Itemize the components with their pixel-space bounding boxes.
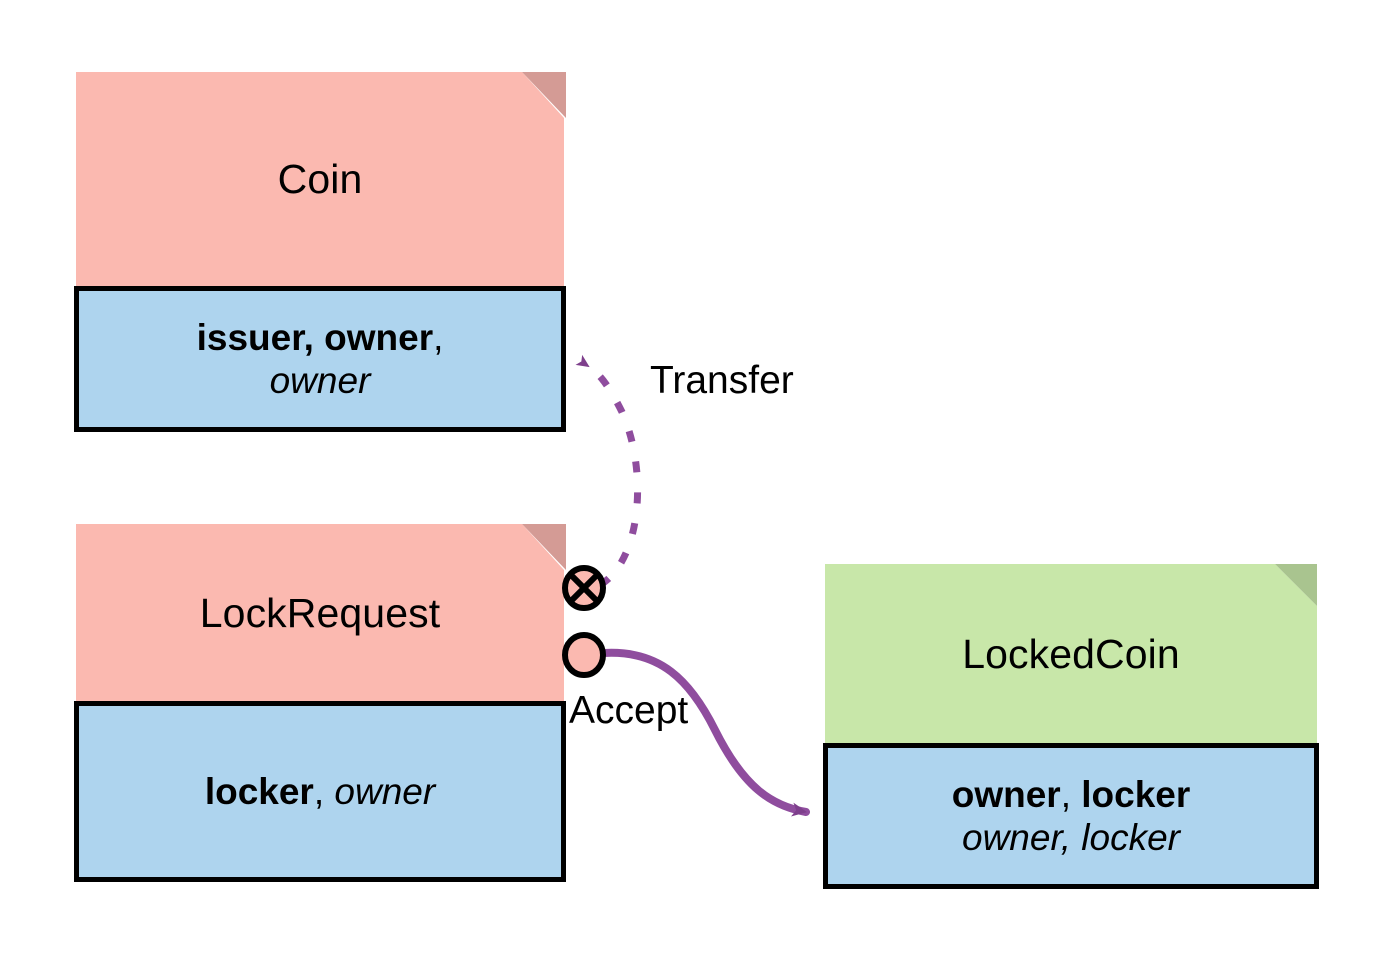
node-lockrequest-title: LockRequest: [199, 589, 441, 636]
node-coin-attr-comma: ,: [433, 316, 444, 358]
node-coin-attr-line-1: issuer, owner,: [197, 316, 444, 359]
node-coin[interactable]: Coin issuer, owner, owner: [74, 70, 566, 432]
node-lockedcoin-attr-line-1: owner, locker: [952, 773, 1191, 816]
node-lockedcoin-title: LockedCoin: [962, 630, 1180, 677]
edge-label-transfer: Transfer: [650, 359, 794, 402]
node-coin-attr-italic: owner: [269, 360, 371, 401]
circle-x-icon[interactable]: [561, 564, 607, 612]
node-lockedcoin-attr-comma: ,: [1060, 773, 1071, 815]
node-lockedcoin-attr-bold-a: owner: [951, 773, 1061, 815]
circle-icon[interactable]: [561, 631, 607, 679]
node-lockedcoin-header-fill: [825, 564, 1317, 745]
node-coin-attr-bold: issuer, owner: [196, 316, 434, 358]
node-lockedcoin-compartment: owner, locker owner, locker: [823, 743, 1319, 889]
node-lockrequest-attr-italic: owner: [334, 770, 436, 812]
node-lockedcoin-header: LockedCoin: [825, 564, 1317, 745]
node-lockrequest-attr-comma: ,: [313, 770, 325, 812]
node-lockedcoin-attr-bold-b: locker: [1081, 773, 1191, 815]
node-coin-fold-icon: [522, 72, 566, 118]
node-coin-title: Coin: [277, 156, 363, 203]
node-lockrequest-header-fill: [76, 524, 564, 703]
node-lockrequest[interactable]: LockRequest locker, owner: [74, 522, 566, 882]
node-lockedcoin-attr-line-2: owner, locker: [962, 816, 1180, 859]
node-lockrequest-attr-line-1: locker, owner: [205, 770, 435, 813]
node-lockrequest-compartment: locker, owner: [74, 701, 566, 882]
node-lockedcoin-fold-icon: [1275, 564, 1317, 606]
node-lockedcoin-attr-italic: owner, locker: [962, 817, 1180, 858]
transfer-edge-path: [575, 354, 642, 589]
node-lockrequest-header: LockRequest: [76, 524, 566, 703]
node-coin-attr-line-2: owner: [270, 359, 371, 402]
node-coin-header: Coin: [76, 72, 566, 288]
edge-label-accept: Accept: [569, 689, 689, 732]
node-lockedcoin[interactable]: LockedCoin owner, locker owner, locker: [823, 562, 1319, 889]
node-coin-header-fill: [76, 72, 564, 288]
node-coin-compartment: issuer, owner, owner: [74, 286, 566, 432]
node-lockrequest-fold-icon: [522, 524, 566, 570]
node-lockrequest-attr-bold: locker: [204, 770, 314, 812]
